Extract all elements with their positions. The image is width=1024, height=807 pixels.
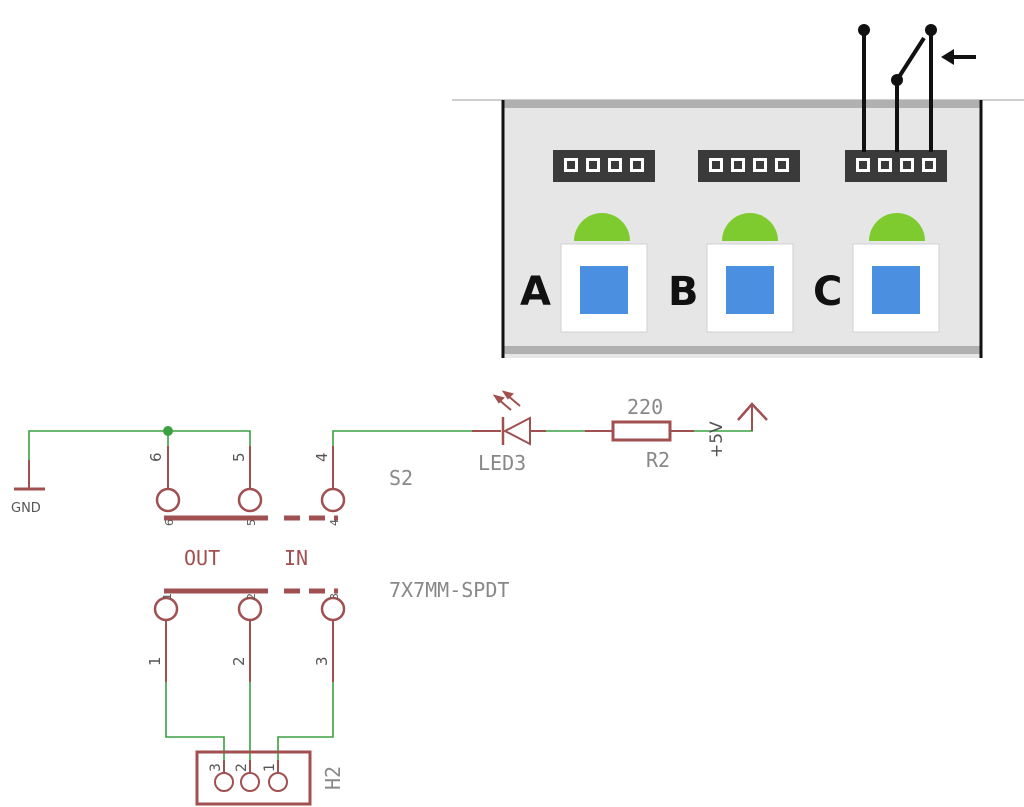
wire-h2-pin1 bbox=[277, 682, 334, 760]
pad-number: 3 bbox=[328, 593, 341, 600]
header-pin-inner bbox=[778, 161, 786, 169]
wire-gnd bbox=[28, 430, 168, 460]
junction-dot bbox=[163, 426, 173, 436]
header-name: H2 bbox=[321, 766, 345, 790]
switch-lever bbox=[895, 36, 926, 82]
header-pin-inner bbox=[859, 161, 867, 169]
led3-symbol bbox=[472, 390, 546, 446]
pad-circle bbox=[155, 487, 181, 513]
label-in: IN bbox=[284, 546, 308, 570]
arrow-left-icon bbox=[941, 49, 954, 65]
header-pin-inner bbox=[734, 161, 742, 169]
pin-number: 4 bbox=[313, 452, 331, 462]
led-name: LED3 bbox=[478, 451, 526, 475]
header-pin-inner bbox=[589, 161, 597, 169]
channel-letter: B bbox=[668, 269, 699, 315]
header-pin-inner bbox=[881, 161, 889, 169]
pad-circle bbox=[153, 596, 179, 622]
led-triangle bbox=[502, 416, 531, 446]
resistor-r2 bbox=[585, 420, 694, 442]
header-pin-circle bbox=[214, 772, 234, 792]
channel-letter: C bbox=[813, 269, 842, 315]
channel-a: A bbox=[520, 150, 655, 333]
board-bottom-rail bbox=[502, 346, 982, 354]
gnd-label: GND bbox=[11, 501, 41, 516]
switch-part-number: 7X7MM-SPDT bbox=[389, 578, 509, 602]
switch-s2 bbox=[153, 446, 346, 682]
pin-number: 3 bbox=[313, 656, 331, 666]
header-pin-inner bbox=[712, 161, 720, 169]
led-green bbox=[722, 213, 778, 241]
header-pin-inner bbox=[903, 161, 911, 169]
resistor-value: 220 bbox=[627, 395, 663, 419]
switch-name: S2 bbox=[389, 466, 413, 490]
header-pin-circle bbox=[268, 772, 288, 792]
pin-number: 6 bbox=[147, 452, 165, 462]
pad-number: 4 bbox=[328, 519, 341, 526]
supply-label: +5V bbox=[707, 421, 727, 458]
channel-b: B bbox=[668, 150, 800, 333]
label-out: OUT bbox=[184, 546, 220, 570]
wire-h2-pin3 bbox=[165, 682, 225, 760]
pad-number: 5 bbox=[245, 519, 258, 526]
wire-pin4-led bbox=[332, 430, 472, 446]
header-h2 bbox=[195, 750, 312, 806]
header-pin-number: 3 bbox=[208, 763, 224, 772]
pad-number: 6 bbox=[163, 519, 176, 526]
header-body bbox=[195, 750, 312, 806]
channel-c: C bbox=[813, 150, 947, 333]
pin-number: 1 bbox=[146, 656, 164, 666]
wire-terminal bbox=[858, 24, 870, 36]
gnd-symbol: GND bbox=[11, 460, 45, 516]
pushbutton-cap bbox=[580, 266, 628, 314]
header-pin-inner bbox=[567, 161, 575, 169]
pad-circle bbox=[237, 596, 263, 622]
switch-wiring-illustration bbox=[858, 24, 976, 152]
channel-letter: A bbox=[520, 269, 551, 315]
pin-number: 5 bbox=[230, 452, 248, 462]
led-green bbox=[574, 213, 630, 241]
schematic: GND 6 5 4 6 5 4 1 2 bbox=[11, 390, 768, 806]
pushbutton-cap bbox=[726, 266, 774, 314]
header-pin-inner bbox=[611, 161, 619, 169]
header-pin-number: 2 bbox=[234, 763, 250, 772]
board-top-rail bbox=[502, 100, 982, 108]
header-pin-inner bbox=[925, 161, 933, 169]
light-arrow-head bbox=[492, 394, 505, 404]
wire-terminal bbox=[925, 24, 937, 36]
resistor-body bbox=[611, 420, 672, 442]
light-arrow-head bbox=[501, 390, 514, 400]
header-pin-number: 1 bbox=[262, 763, 278, 772]
pin-number: 2 bbox=[230, 656, 248, 666]
board-illustration: A B bbox=[452, 24, 1024, 358]
header-pin-inner bbox=[756, 161, 764, 169]
header-pin-circle bbox=[240, 772, 260, 792]
resistor-name: R2 bbox=[646, 448, 670, 472]
pad-circle bbox=[320, 487, 346, 513]
pushbutton-cap bbox=[872, 266, 920, 314]
pad-circle bbox=[320, 596, 346, 622]
pad-circle bbox=[237, 487, 263, 513]
pad-number: 1 bbox=[161, 593, 174, 600]
wire-pin6-pin5 bbox=[168, 430, 251, 446]
supply-symbol bbox=[737, 402, 768, 431]
header-pin-inner bbox=[633, 161, 641, 169]
led-green bbox=[869, 213, 925, 241]
pad-number: 2 bbox=[245, 593, 258, 600]
